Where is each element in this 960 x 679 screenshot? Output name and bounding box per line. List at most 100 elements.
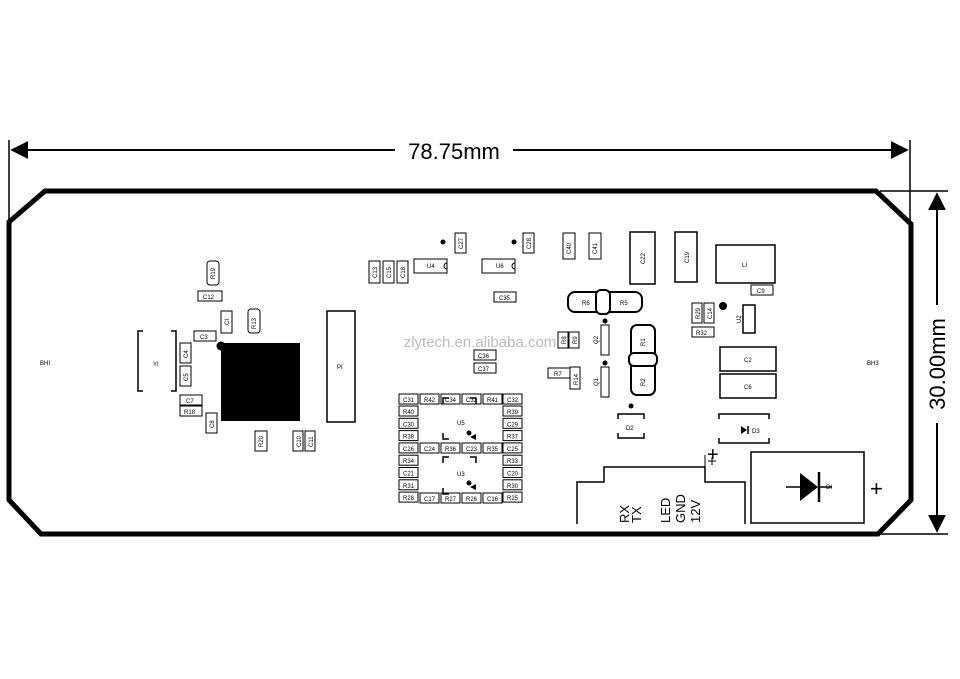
svg-text:C27: C27 <box>459 237 465 249</box>
svg-text:PI: PI <box>337 365 343 371</box>
mcu-chip <box>221 343 300 421</box>
grid-component-label: R25 <box>507 496 519 502</box>
svg-text:C5: C5 <box>184 373 190 381</box>
grid-component-box <box>502 467 523 478</box>
grid-component-box <box>482 393 503 405</box>
grid-component-label: R36 <box>445 447 457 453</box>
grid-component-box <box>398 393 419 405</box>
svg-text:C18: C18 <box>401 266 407 278</box>
svg-text:U6: U6 <box>496 264 504 270</box>
grid-component-box <box>502 491 523 503</box>
svg-text:C15: C15 <box>387 266 393 278</box>
svg-text:C7: C7 <box>186 399 194 405</box>
svg-text:R14: R14 <box>574 373 580 385</box>
svg-text:C8: C8 <box>210 420 216 428</box>
grid-component-label: R42 <box>424 398 436 404</box>
svg-text:C28: C28 <box>527 237 533 249</box>
component-c4: C4 <box>179 342 192 364</box>
grid-component-label: R41 <box>487 398 499 404</box>
component-r19: R19 <box>206 260 220 286</box>
svg-text:R7: R7 <box>554 372 562 378</box>
svg-text:R29: R29 <box>696 307 702 319</box>
pin-gnd-label: GND <box>673 494 688 523</box>
grid-component-label: C29 <box>507 422 519 428</box>
svg-text:C19: C19 <box>685 251 691 263</box>
chip-u4: U4 <box>413 258 448 274</box>
grid-component-label: R26 <box>466 497 478 503</box>
svg-text:R6: R6 <box>582 301 590 307</box>
component-r32: R32 <box>691 326 715 338</box>
grid-component-label: C32 <box>507 398 519 404</box>
component-c40: C40 <box>562 232 576 260</box>
hole-label-left: BHI <box>40 361 50 367</box>
svg-text:R18: R18 <box>184 410 196 416</box>
svg-text:C22: C22 <box>641 252 647 264</box>
polarity-plus: + <box>870 476 883 501</box>
diode-d3: D3 <box>718 413 770 444</box>
grid-component-label: C20 <box>507 472 519 478</box>
diode-d2: D2 <box>617 403 645 439</box>
grid-component-box <box>398 454 419 466</box>
board-outline <box>6 188 914 537</box>
component-c8: C8 <box>205 412 218 434</box>
svg-text:R13: R13 <box>252 317 258 329</box>
svg-text:R5: R5 <box>620 301 628 307</box>
svg-text:C35: C35 <box>499 296 511 302</box>
component-c3: C3 <box>193 330 217 342</box>
svg-text:D3: D3 <box>752 429 760 435</box>
grid-component-label: C26 <box>403 447 415 453</box>
svg-text:C37: C37 <box>478 367 490 373</box>
grid-component-label: C34 <box>445 398 457 404</box>
component-c10: C10 <box>292 430 304 452</box>
component-c28: C28 <box>522 232 535 254</box>
svg-text:U2: U2 <box>737 315 743 323</box>
component-c15: C15 <box>382 260 395 284</box>
grid-component-label: C23 <box>466 447 478 453</box>
grid-component-label: R37 <box>507 435 519 441</box>
component-r9: R9 <box>568 331 580 349</box>
grid-component-label: C17 <box>424 497 436 503</box>
grid-component-box <box>461 393 482 405</box>
component-r29: R29 <box>691 302 703 324</box>
grid-component-box <box>398 467 419 478</box>
grid-component-box <box>398 479 419 491</box>
grid-component-label: C21 <box>403 472 415 478</box>
svg-text:C6: C6 <box>744 385 752 391</box>
watermark: zlytech.en.alibaba.com <box>404 334 557 351</box>
grid-component-label: R31 <box>403 484 415 490</box>
grid-component-box <box>419 442 440 454</box>
header-p1: PI <box>326 310 356 423</box>
svg-text:C11: C11 <box>309 436 315 447</box>
grid-component-box <box>502 393 523 405</box>
grid-component-box <box>440 492 461 504</box>
component-c13: C13 <box>368 260 381 284</box>
svg-text:C9: C9 <box>757 289 765 295</box>
svg-text:+: + <box>707 444 719 466</box>
component-c41: C41 <box>588 232 602 260</box>
component-c27: C27 <box>454 232 467 254</box>
pin-12v-label: 12V <box>688 500 703 523</box>
chip-u6: U6 <box>481 258 516 274</box>
height-dimension-label: 30.00mm <box>925 318 950 410</box>
component-c35: C35 <box>493 291 517 303</box>
grid-component-box <box>502 405 523 417</box>
chip-u5: U5 <box>442 397 477 440</box>
svg-text:R19: R19 <box>211 267 217 279</box>
grid-component-box <box>398 491 419 503</box>
component-r14: R14 <box>569 366 581 390</box>
grid-component-box <box>398 417 419 429</box>
grid-component-label: R35 <box>487 447 499 453</box>
svg-text:C36: C36 <box>478 354 490 360</box>
component-c14: C14 <box>703 302 715 324</box>
svg-text:R9: R9 <box>573 336 579 344</box>
grid-component-box <box>482 442 503 454</box>
svg-text:C41: C41 <box>593 242 599 254</box>
grid-component-label: R33 <box>507 459 519 465</box>
component-r8: R8 <box>557 331 569 349</box>
component-c37: C37 <box>473 362 497 374</box>
svg-text:U5: U5 <box>457 421 465 427</box>
svg-text:R1: R1 <box>641 338 647 346</box>
grid-component-box <box>461 442 482 454</box>
svg-text:C10: C10 <box>297 435 303 447</box>
